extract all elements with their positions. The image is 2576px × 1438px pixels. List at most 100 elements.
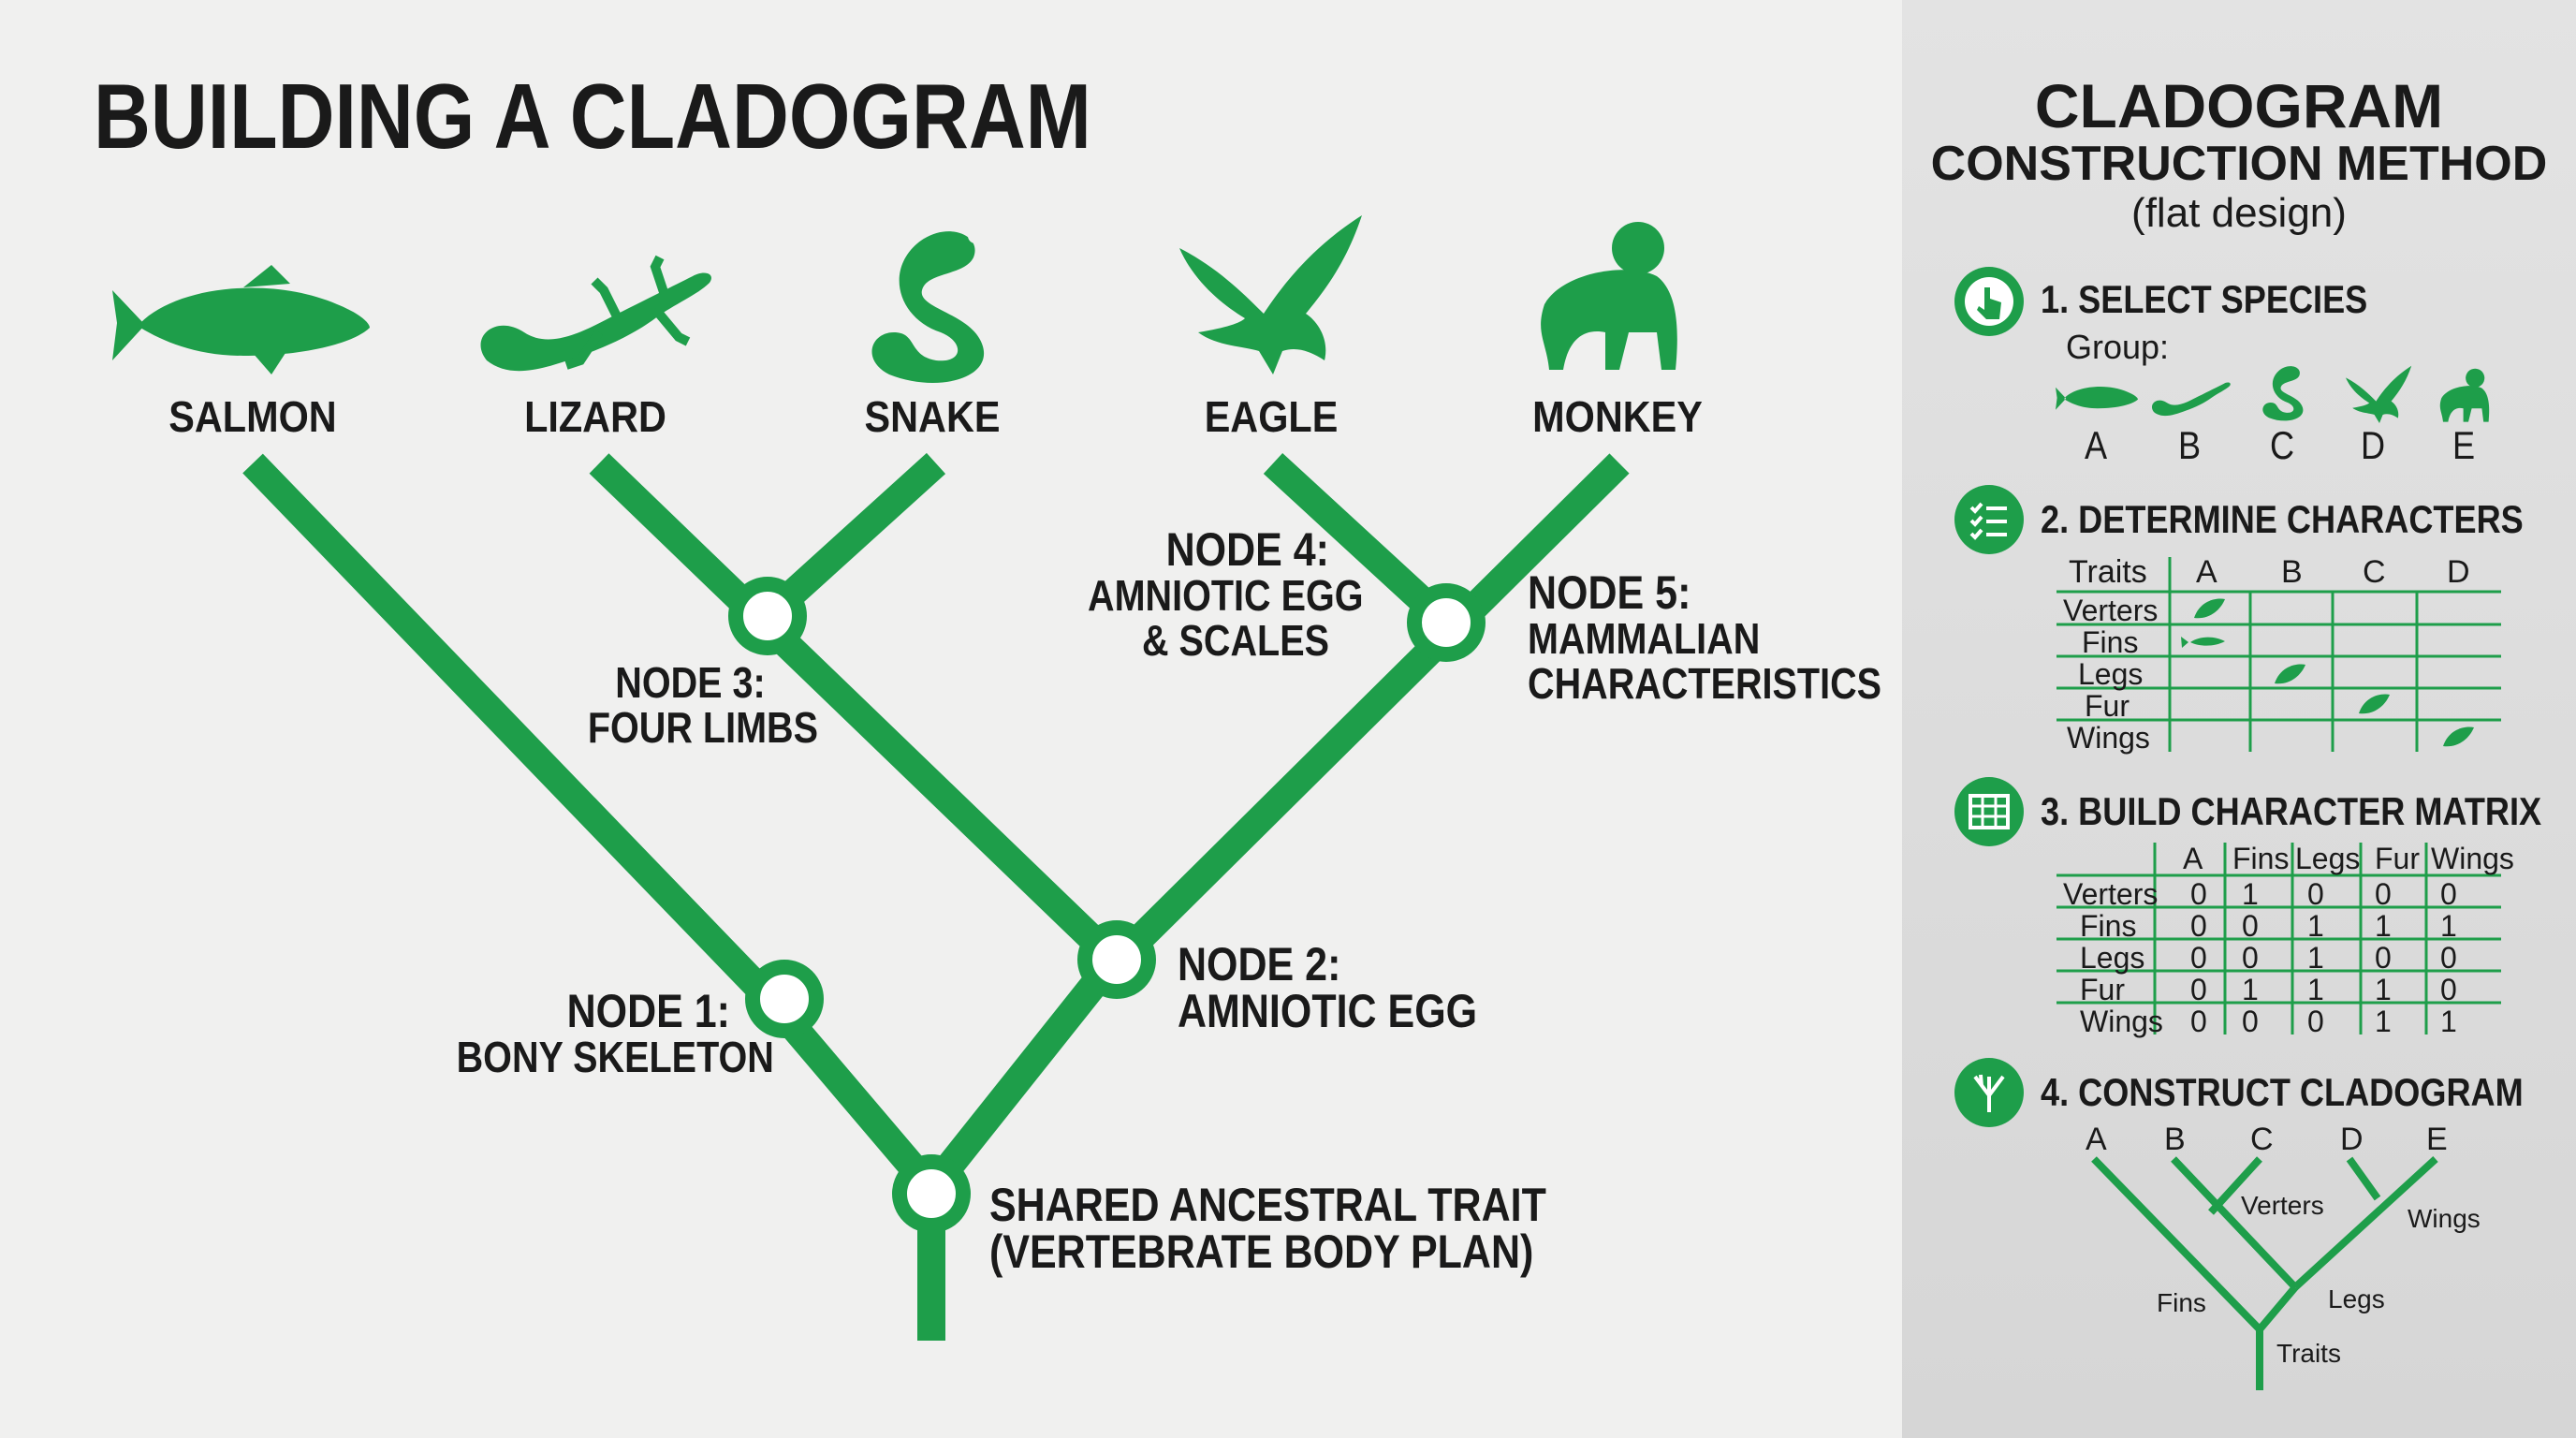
step-1-letter-b: B xyxy=(2178,423,2202,467)
root-label-line2: (VERTEBRATE BODY PLAN) xyxy=(989,1225,1534,1278)
mini-eagle-icon xyxy=(2346,365,2412,423)
matrix-cell: 0 xyxy=(2242,909,2259,943)
branch-stem-right xyxy=(920,950,1125,1198)
step-4-label-legs: Legs xyxy=(2328,1284,2385,1313)
node-5-subtitle-line1: MAMMALIAN xyxy=(1528,614,1761,663)
leaf-mark-icon xyxy=(2443,726,2474,747)
matrix-cell: 0 xyxy=(2440,941,2457,975)
matrix-cell: 0 xyxy=(2375,941,2392,975)
matrix-cell: 1 xyxy=(2242,877,2259,911)
mini-fish-icon xyxy=(2056,387,2138,410)
mini-branch-d xyxy=(2346,1156,2381,1201)
mini-branch-e xyxy=(2292,1156,2438,1290)
step-2-row-fins: Fins xyxy=(2082,625,2139,659)
leaf-mark-icon xyxy=(2275,664,2305,684)
step-3-header-wings: Wings xyxy=(2431,842,2514,875)
mini-snake-icon xyxy=(2262,366,2304,421)
step-4-label-verters: Verters xyxy=(2241,1191,2324,1220)
matrix-cell: 0 xyxy=(2242,1005,2259,1038)
branching-tree-icon xyxy=(1954,1058,2024,1127)
matrix-row-label: Fins xyxy=(2080,909,2137,943)
node-3-title: NODE 3: xyxy=(615,658,766,707)
matrix-row-label: Verters xyxy=(2063,877,2159,911)
step-4-mini-cladogram xyxy=(2091,1156,2438,1390)
matrix-cell: 0 xyxy=(2307,877,2324,911)
node-2-marker xyxy=(1077,920,1156,999)
matrix-cell: 0 xyxy=(2190,1005,2207,1038)
root-label-line1: SHARED ANCESTRAL TRAIT xyxy=(989,1179,1546,1231)
leaf-mark-icon xyxy=(2194,598,2225,619)
branch-monkey xyxy=(1108,453,1630,970)
step-4-letter-d: D xyxy=(2340,1122,2364,1157)
matrix-cell: 0 xyxy=(2190,877,2207,911)
matrix-cell: 0 xyxy=(2242,941,2259,975)
node-1-subtitle: BONY SKELETON xyxy=(456,1033,774,1081)
step-2-title: 2. DETERMINE CHARACTERS xyxy=(2041,497,2524,541)
eagle-icon xyxy=(1179,215,1362,374)
step-2-row-legs: Legs xyxy=(2078,657,2144,691)
node-4-subtitle-line1: AMNIOTIC EGG xyxy=(1088,571,1364,620)
mini-lizard-icon xyxy=(2151,382,2231,417)
step-3-header-fur: Fur xyxy=(2375,842,2420,875)
matrix-cell: 0 xyxy=(2440,973,2457,1006)
node-3-marker xyxy=(728,577,807,655)
node-4-title: NODE 4: xyxy=(1165,523,1329,576)
matrix-cell: 1 xyxy=(2307,973,2324,1006)
pointer-hand-icon xyxy=(1954,267,2024,336)
step-1-species-row xyxy=(2056,365,2490,423)
species-label-lizard: LIZARD xyxy=(524,392,666,441)
matrix-cell: 1 xyxy=(2307,909,2324,943)
branch-lizard xyxy=(589,453,1124,970)
matrix-cell: 1 xyxy=(2440,1005,2457,1038)
node-2-subtitle: AMNIOTIC EGG xyxy=(1178,985,1478,1037)
node-5-label: NODE 5: MAMMALIAN CHARACTERISTICS xyxy=(1528,569,1939,706)
step-1-title: 1. SELECT SPECIES xyxy=(2041,277,2368,321)
matrix-cell: 0 xyxy=(2190,909,2207,943)
branch-salmon xyxy=(242,453,783,1012)
step-2-traits-table: Traits A B C D Verters Fins Legs Fur Win… xyxy=(1902,552,2576,758)
node-2-title: NODE 2: xyxy=(1178,938,1341,990)
step-3-header-fins: Fins xyxy=(2232,842,2290,875)
step-4-letter-c: C xyxy=(2250,1122,2274,1157)
species-label-eagle: EAGLE xyxy=(1204,392,1339,441)
monkey-icon xyxy=(1541,222,1677,370)
step-4-letter-b: B xyxy=(2164,1122,2186,1157)
step-2-table-grid xyxy=(2056,557,2501,752)
matrix-cell: 0 xyxy=(2440,877,2457,911)
species-label-snake: SNAKE xyxy=(864,392,1001,441)
matrix-row-label: Legs xyxy=(2080,941,2145,975)
grid-table-icon xyxy=(1954,777,2024,846)
step-2-header-traits: Traits xyxy=(2069,554,2147,590)
page-title: BUILDING A CLADOGRAM xyxy=(94,65,1091,168)
sidebar-title-line2: CONSTRUCTION METHOD xyxy=(1930,137,2548,191)
matrix-cell: 0 xyxy=(2307,1005,2324,1038)
mini-monkey-icon xyxy=(2439,368,2490,422)
snake-icon xyxy=(871,228,985,383)
step-2-header-a: A xyxy=(2196,554,2217,590)
leaf-mark-icon xyxy=(2359,694,2390,714)
mini-fish-mark-icon xyxy=(2181,637,2225,648)
checklist-icon xyxy=(1954,485,2024,554)
sidebar-title-line1: CLADOGRAM xyxy=(2034,71,2444,140)
step-1-group-label: Group: xyxy=(2066,328,2170,366)
node-4-subtitle-line2: & SCALES xyxy=(1141,616,1329,665)
step-3-matrix-grid xyxy=(2056,843,2501,1034)
step-3-header-a: A xyxy=(2183,842,2203,875)
step-4-letter-a: A xyxy=(2086,1122,2107,1157)
step-3-header-legs: Legs xyxy=(2295,842,2361,875)
step-1-letter-e: E xyxy=(2452,423,2476,467)
node-5-marker xyxy=(1407,583,1486,662)
step-1-letter-a: A xyxy=(2085,423,2108,467)
step-4-label-wings: Wings xyxy=(2408,1204,2481,1233)
node-4-label: NODE 4: AMNIOTIC EGG & SCALES xyxy=(1048,523,1364,665)
lizard-icon xyxy=(480,255,711,372)
matrix-cell: 1 xyxy=(2307,941,2324,975)
matrix-cell: 1 xyxy=(2375,973,2392,1006)
step-2-row-fur: Fur xyxy=(2085,689,2130,723)
step-4-label-traits: Traits xyxy=(2276,1339,2341,1368)
root-label: SHARED ANCESTRAL TRAIT (VERTEBRATE BODY … xyxy=(989,1181,1637,1275)
node-1-marker xyxy=(745,960,824,1038)
step-3-title: 3. BUILD CHARACTER MATRIX xyxy=(2041,789,2542,833)
mini-branch-b xyxy=(2171,1156,2298,1290)
